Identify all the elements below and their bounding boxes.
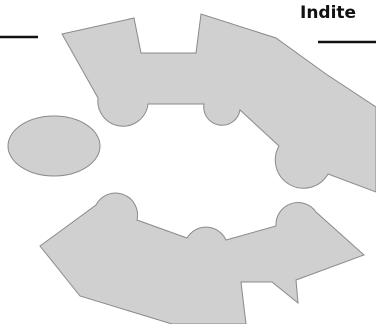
left-ellipse	[8, 116, 100, 176]
upper-arc-shape	[62, 14, 376, 192]
header-label: Indite	[300, 3, 356, 23]
lower-arc-shape	[40, 193, 364, 324]
